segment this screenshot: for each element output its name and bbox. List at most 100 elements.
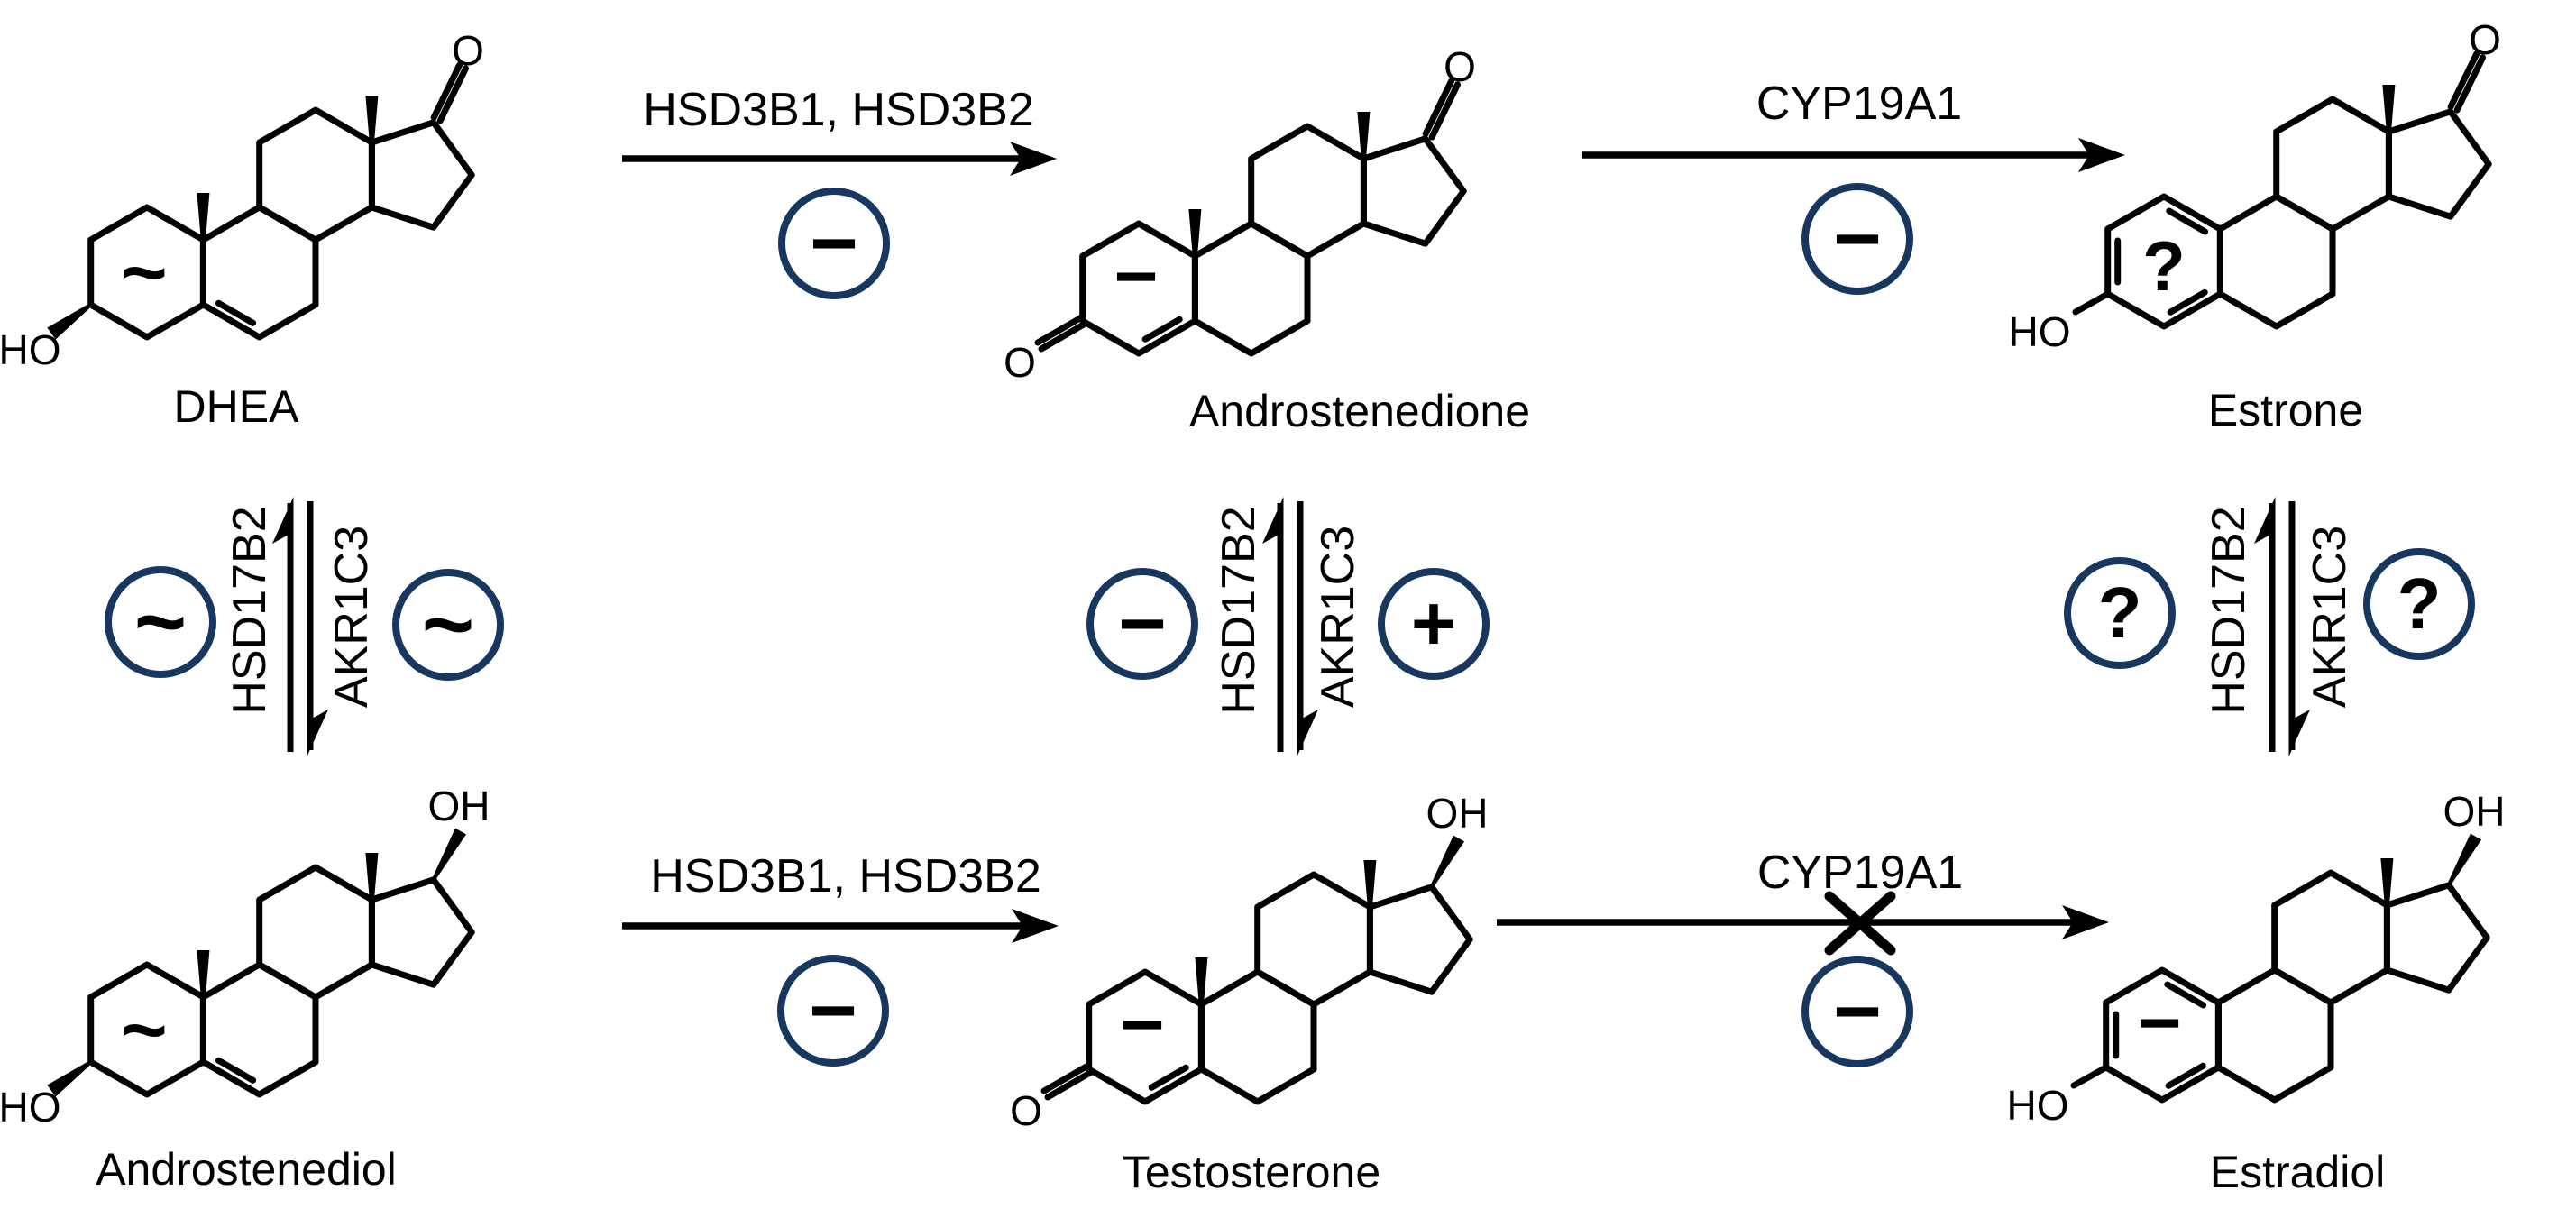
c13-methyl-wedge bbox=[365, 853, 379, 901]
effect-circle-hsd17b2-left: ~ bbox=[105, 566, 216, 678]
c10-methyl-wedge bbox=[197, 950, 210, 998]
effect-symbol: ? bbox=[2097, 572, 2142, 653]
effect-circle-cyp19a1-bottom: − bbox=[1801, 956, 1913, 1067]
ring-annotation-symbol: ? bbox=[2142, 226, 2186, 306]
c3-label: HO bbox=[2009, 308, 2071, 355]
effect-circle-hsd17b2-middle: − bbox=[1086, 568, 1198, 680]
ring-d bbox=[368, 119, 475, 231]
molecule-structure-androstenedione: O O − bbox=[1004, 43, 1476, 386]
c10-methyl-wedge bbox=[1195, 957, 1208, 1005]
c17-ketone-bond bbox=[1428, 81, 1461, 141]
equilibrium-arrows-dhea-androstenediol bbox=[272, 497, 328, 756]
arrowhead-icon bbox=[2062, 905, 2109, 939]
effect-circle-hsd3b-bottom: − bbox=[777, 955, 889, 1067]
down-harpoon-icon bbox=[1297, 710, 1318, 756]
c3-hydroxyl-wedge bbox=[47, 1060, 92, 1097]
double-bond-inner-line bbox=[2165, 1062, 2206, 1089]
c3-bond bbox=[2072, 290, 2112, 316]
c17-label: O bbox=[1444, 43, 1476, 90]
c13-methyl-wedge bbox=[1363, 860, 1377, 908]
c17-hydroxyl-wedge bbox=[1430, 835, 1465, 888]
ring-d bbox=[1360, 135, 1467, 247]
ring-d bbox=[1366, 884, 1473, 995]
c3-bond bbox=[1044, 1069, 1095, 1101]
double-bond-inner-line bbox=[1148, 1064, 1189, 1091]
molecule-structure-testosterone: OHO− bbox=[1010, 790, 1488, 1134]
c17-ketone-bond bbox=[436, 65, 469, 124]
blocked-x-icon bbox=[1824, 891, 1896, 956]
ring-d bbox=[2385, 108, 2492, 220]
up-harpoon-icon bbox=[272, 497, 294, 544]
double-bond-inner-line bbox=[215, 299, 257, 326]
effect-symbol: ~ bbox=[421, 574, 475, 675]
down-harpoon-icon bbox=[307, 710, 328, 756]
c17-hydroxyl-wedge bbox=[432, 828, 467, 881]
effect-circle-akr1c3-left: ~ bbox=[392, 569, 504, 681]
arrow-androstenediol-to-testosterone bbox=[622, 909, 1059, 943]
arrow-androstenedione-to-estrone bbox=[1582, 138, 2125, 172]
c17-label: OH bbox=[2443, 788, 2506, 835]
c13-methyl-wedge bbox=[2380, 858, 2394, 906]
c10-methyl-wedge bbox=[197, 193, 210, 241]
equilibrium-arrows-estrone-estradiol bbox=[2254, 497, 2310, 756]
c17-hydroxyl-wedge bbox=[2447, 833, 2482, 886]
effect-symbol: − bbox=[1833, 193, 1882, 285]
c17-ketone-bond bbox=[2453, 54, 2486, 114]
enzyme-label-cyp19a1-top: CYP19A1 bbox=[1756, 78, 1963, 130]
effect-circle-akr1c3-middle: + bbox=[1378, 568, 1490, 680]
c17-ketone-bond bbox=[1422, 78, 1454, 137]
c13-methyl-wedge bbox=[2382, 85, 2396, 133]
c3-hydroxyl-wedge bbox=[47, 303, 92, 340]
c17-label: OH bbox=[428, 783, 490, 829]
ring-annotation-symbol: − bbox=[2137, 980, 2181, 1065]
c17-ketone-bond bbox=[430, 61, 463, 121]
ring-annotation-symbol: ~ bbox=[121, 984, 167, 1074]
c3-bond bbox=[2070, 1064, 2110, 1089]
ring-annotation-symbol: − bbox=[1114, 234, 1158, 318]
effect-circle-hsd3b-top: − bbox=[778, 188, 890, 299]
effect-symbol: − bbox=[809, 965, 857, 1057]
c3-bond bbox=[1034, 315, 1085, 346]
c13-methyl-wedge bbox=[365, 96, 379, 143]
molecule-label-dhea: DHEA bbox=[173, 381, 299, 432]
c3-bond bbox=[1038, 321, 1088, 353]
c10-methyl-wedge bbox=[1188, 209, 1202, 257]
effect-symbol: − bbox=[810, 197, 858, 289]
double-bond-inner-line bbox=[2164, 981, 2207, 1009]
double-bond-inner-line bbox=[1141, 316, 1183, 343]
c17-label: O bbox=[2469, 16, 2501, 63]
effect-symbol: + bbox=[1410, 581, 1457, 667]
c17-label: O bbox=[452, 27, 484, 74]
effect-circle-hsd17b2-right: ? bbox=[2064, 557, 2176, 669]
c3-bond bbox=[1040, 1063, 1091, 1094]
molecule-label-estrone: Estrone bbox=[2207, 385, 2364, 435]
molecule-structure-estrone: O HO? bbox=[2009, 16, 2501, 355]
molecule-structure-dhea: OHO~ bbox=[0, 27, 484, 373]
enzyme-label-hsd3b-top: HSD3B1, HSD3B2 bbox=[643, 84, 1034, 136]
effect-symbol: ~ bbox=[133, 572, 188, 673]
ring-annotation-symbol: − bbox=[1120, 982, 1164, 1067]
effect-symbol: ? bbox=[2397, 563, 2442, 644]
ring-annotation-symbol: ~ bbox=[121, 227, 167, 316]
c3-label: O bbox=[1004, 339, 1036, 386]
enzyme-label-cyp19a1-bottom: CYP19A1 bbox=[1756, 847, 1964, 899]
effect-symbol: − bbox=[1833, 966, 1882, 1058]
effect-circle-akr1c3-right: ? bbox=[2363, 548, 2475, 660]
down-harpoon-icon bbox=[2288, 710, 2310, 756]
up-harpoon-icon bbox=[1262, 497, 1284, 544]
enzyme-label-hsd3b-bottom: HSD3B1, HSD3B2 bbox=[650, 850, 1041, 902]
arrow-testosterone-to-estradiol bbox=[1497, 891, 2109, 956]
c3-label: HO bbox=[2007, 1082, 2069, 1129]
molecule-label-androstenedione: Androstenedione bbox=[1188, 386, 1531, 436]
arrowhead-icon bbox=[2078, 138, 2125, 172]
molecule-label-androstenediol: Androstenediol bbox=[96, 1144, 397, 1195]
double-bond-inner-line bbox=[2166, 207, 2209, 235]
double-bond-inner-line bbox=[215, 1057, 257, 1084]
molecule-structure-estradiol: OH HO − bbox=[2007, 788, 2506, 1129]
arrow-dhea-to-androstenedione bbox=[622, 142, 1057, 176]
effect-circle-cyp19a1-top: − bbox=[1801, 183, 1913, 295]
c3-label: O bbox=[1010, 1087, 1042, 1134]
